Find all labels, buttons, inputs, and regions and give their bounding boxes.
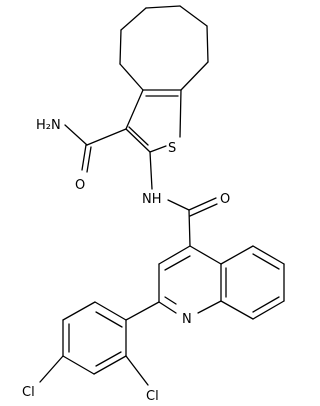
chlorine-para-label: Cl [22, 385, 35, 400]
quinoline-pyridine-ring [158, 245, 222, 314]
secondary-amide [149, 151, 218, 247]
bond [93, 355, 127, 375]
bond [220, 300, 254, 320]
nh-label: NH [142, 192, 162, 207]
bond [125, 89, 144, 130]
amide-nh2-label: H₂N [36, 118, 61, 133]
bond [119, 29, 122, 65]
bond [64, 124, 88, 146]
bond [252, 253, 280, 270]
bond [220, 245, 254, 265]
bond [252, 245, 285, 265]
bond [39, 355, 64, 383]
dichlorophenyl-ring [62, 301, 127, 375]
bond [86, 146, 92, 173]
bond [179, 89, 182, 138]
molecule-structure: H₂N O S NH O N Cl Cl [22, 5, 285, 404]
carbonyl-oxygen-label: O [220, 192, 230, 207]
sulfur-label: S [168, 141, 176, 156]
bond [81, 144, 87, 171]
bond [128, 126, 149, 146]
bond [252, 300, 285, 320]
bond [125, 301, 160, 321]
bond [120, 7, 147, 31]
bond [145, 5, 181, 9]
amide-oxygen-label: O [75, 178, 85, 193]
bond [119, 63, 144, 91]
bond [158, 245, 191, 265]
bond [206, 25, 209, 63]
bond [252, 296, 280, 313]
bond [95, 311, 123, 328]
bond [180, 61, 209, 91]
bond [164, 255, 191, 271]
bond [62, 301, 96, 321]
bond [179, 5, 208, 27]
bond [158, 301, 177, 314]
primary-amide [64, 124, 127, 173]
bond [149, 145, 167, 153]
quinoline-nitrogen-label: N [182, 312, 192, 327]
quinoline-benzo-ring [220, 245, 285, 320]
bond [95, 351, 122, 367]
bond [86, 128, 127, 146]
bond [188, 197, 217, 211]
bond [188, 209, 191, 247]
bond [164, 296, 177, 305]
bond [189, 245, 222, 265]
bond [125, 355, 149, 386]
bond [94, 301, 127, 321]
bond [167, 199, 190, 211]
cyclooctane-ring [119, 5, 209, 91]
thiophene-ring [125, 89, 182, 153]
bond [197, 300, 222, 314]
bond [189, 203, 218, 217]
bond [62, 355, 95, 375]
chlorine-ortho-label: Cl [146, 389, 159, 404]
bond [125, 128, 151, 153]
bond [149, 151, 153, 190]
